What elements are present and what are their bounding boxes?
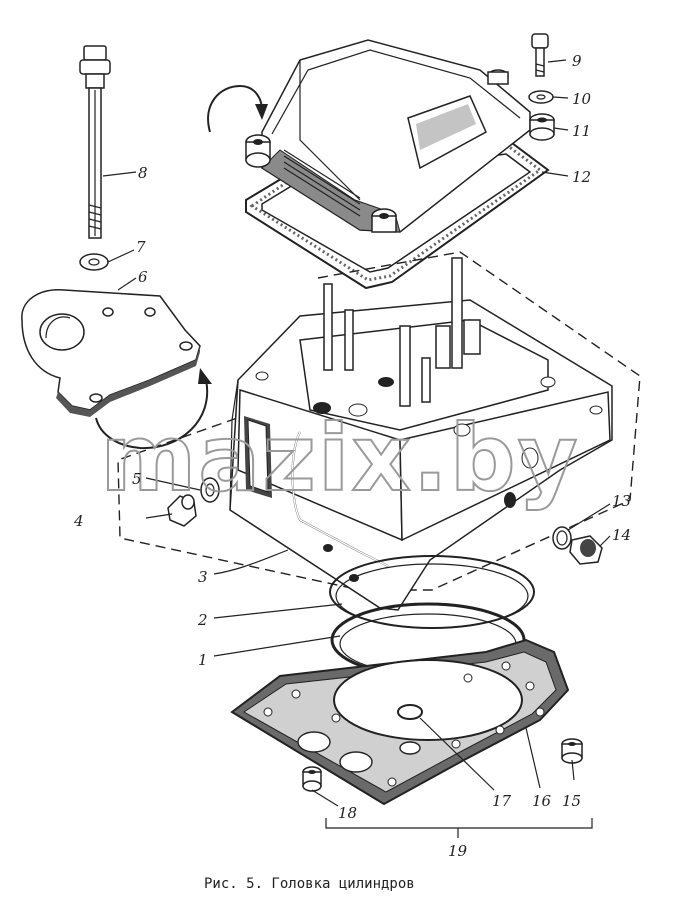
watermark: mazix.by — [100, 405, 579, 512]
part-18-sleeve — [302, 766, 322, 792]
figure-caption: Рис. 5. Головка цилиндров — [204, 876, 415, 892]
kit-19-bracket — [325, 818, 593, 838]
callout-8: 8 — [138, 164, 148, 182]
assembly-arrow-lower — [95, 368, 212, 450]
part-2-ring — [329, 555, 535, 629]
callout-19: 19 — [448, 842, 468, 860]
part-15-sleeve — [561, 738, 583, 764]
part-11-spacer — [529, 113, 555, 141]
valve-cover — [245, 39, 550, 290]
callout-1: 1 — [198, 651, 208, 669]
callout-9: 9 — [572, 52, 582, 70]
part-17-insert — [397, 704, 423, 720]
callout-16: 16 — [532, 792, 552, 810]
callout-6: 6 — [138, 268, 148, 286]
part-14-plug — [569, 535, 603, 565]
head-holes — [255, 371, 603, 582]
callout-13: 13 — [612, 492, 631, 510]
callout-10: 10 — [572, 90, 592, 108]
part-4-plug — [167, 494, 197, 527]
head-studs — [323, 257, 481, 407]
callout-7: 7 — [136, 238, 146, 256]
part-7-washer — [79, 253, 109, 271]
callout-5: 5 — [132, 470, 142, 488]
callout-1-label-pos-4: 4 — [73, 512, 84, 530]
assembly-boundary — [117, 251, 641, 591]
part-13-ring — [552, 526, 572, 550]
callout-17: 17 — [492, 792, 512, 810]
part-8-stud-bolt — [79, 45, 111, 239]
part-16-head-gasket — [230, 638, 570, 806]
callout-2: 2 — [197, 611, 208, 629]
callout-labels: 4 1 2 3 5 6 7 8 9 10 11 12 13 14 15 16 1… — [73, 52, 631, 860]
part-3-cylinder-head — [229, 257, 613, 611]
callout-15: 15 — [562, 792, 581, 810]
callout-14: 14 — [612, 526, 631, 544]
cover-bosses — [245, 69, 509, 233]
part-10-washer — [528, 90, 554, 104]
assembly-arrow-upper — [207, 84, 268, 133]
part-9-bolt — [531, 33, 549, 77]
callout-11: 11 — [572, 122, 591, 140]
part-5-washer — [200, 477, 220, 503]
part-6-bracket — [21, 289, 201, 417]
callout-12: 12 — [572, 168, 591, 186]
leader-lines — [102, 59, 611, 807]
callout-3: 3 — [198, 568, 208, 586]
callout-18: 18 — [338, 804, 357, 822]
